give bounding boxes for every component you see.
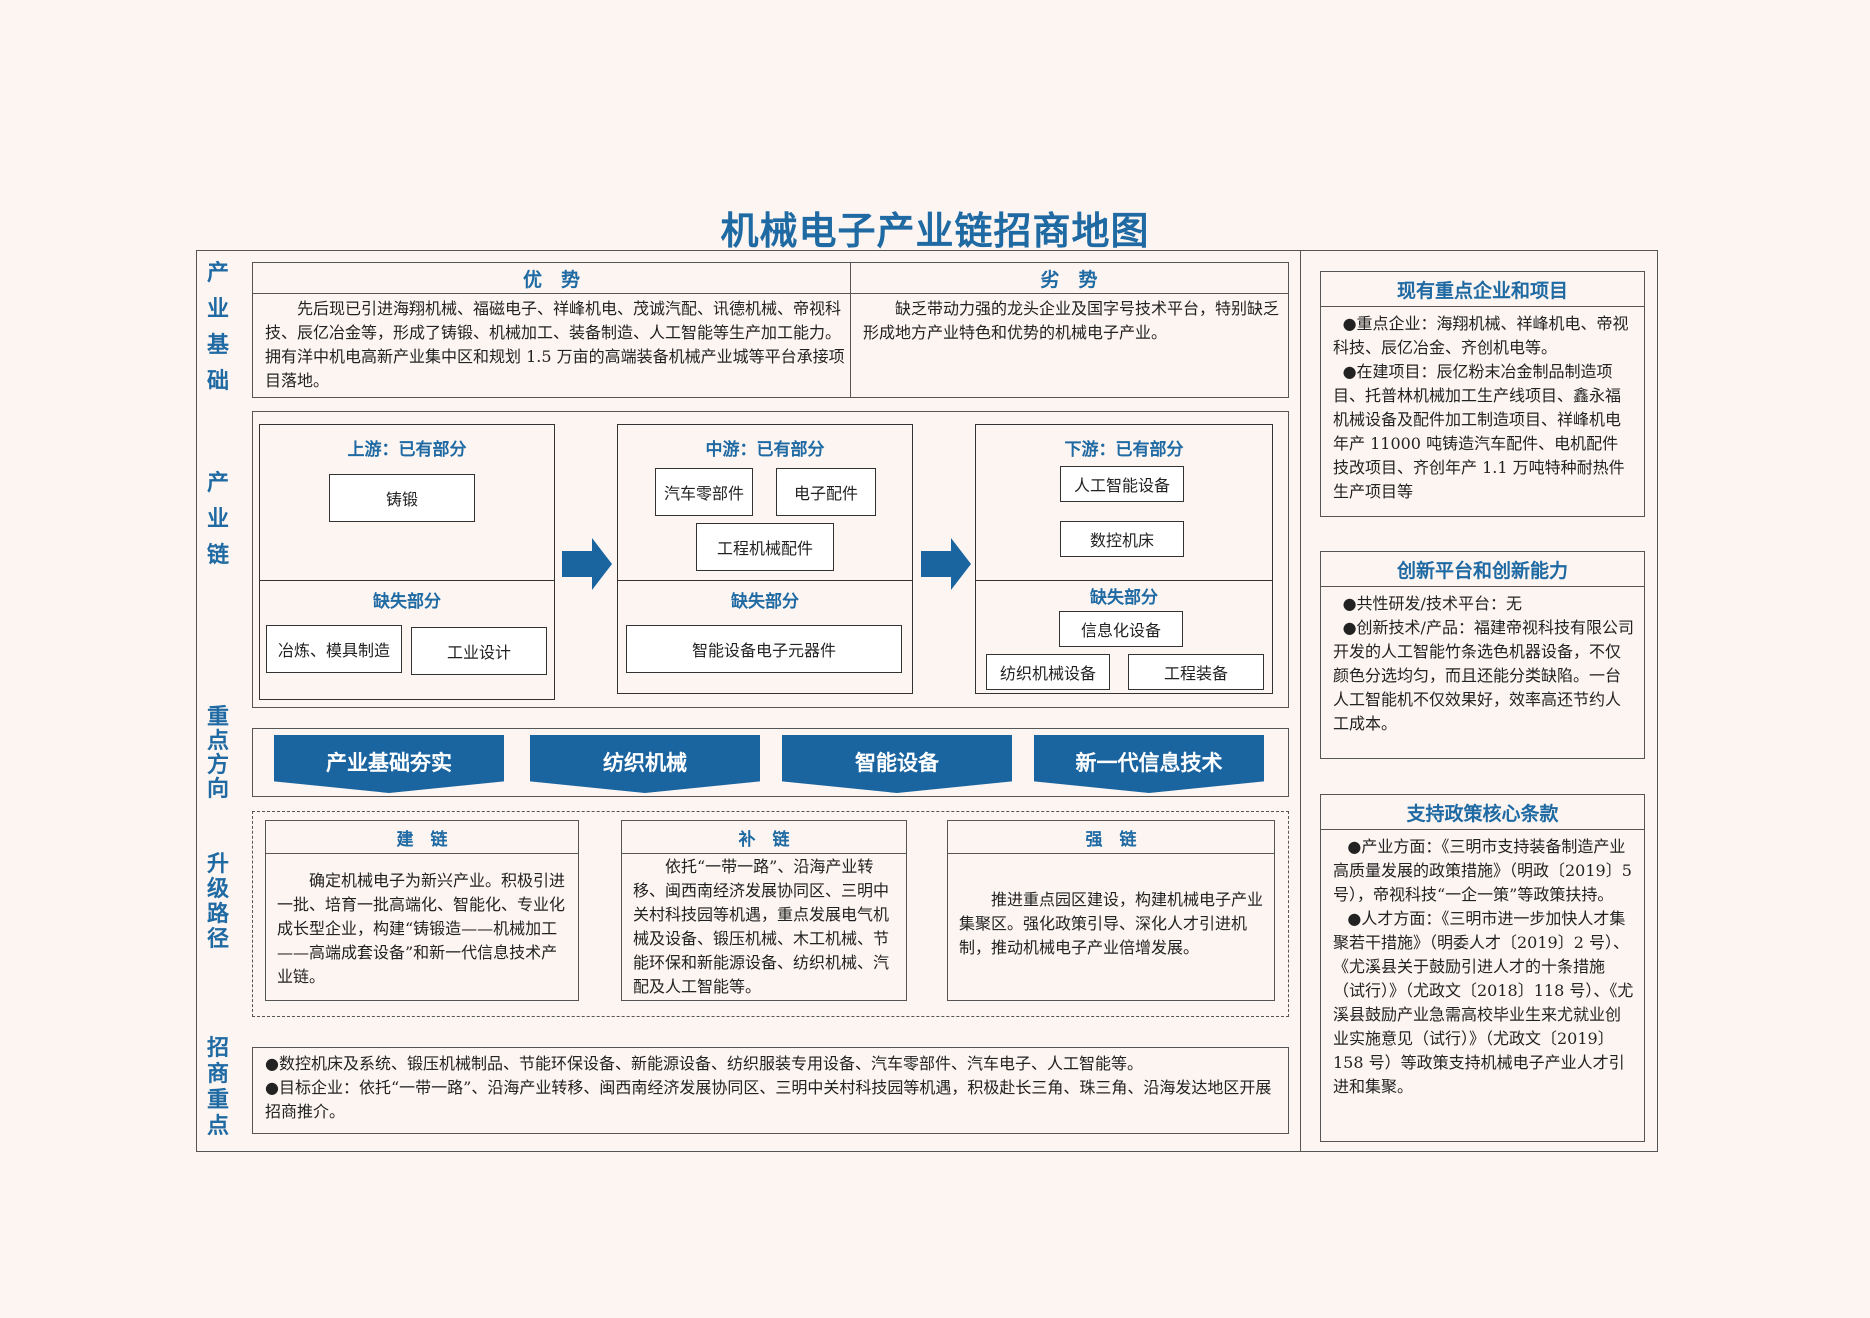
downstream-panel: 下游：已有部分 人工智能设备 数控机床 缺失部分 信息化设备 纺织机械设备 工程… [975, 424, 1273, 694]
innovation-products: ●创新技术/产品：福建帝视科技有限公司开发的人工智能竹条选色机器设备，不仅颜色分… [1333, 618, 1634, 733]
node-smelting-mold: 冶炼、模具制造 [266, 625, 402, 673]
node-engineering-machinery-parts: 工程机械配件 [696, 523, 834, 571]
foundation-divider [850, 263, 851, 397]
upstream-divider [260, 580, 554, 581]
downstream-existing-label: 下游：已有部分 [1064, 440, 1184, 460]
innovation-header-line [1321, 586, 1644, 587]
supplement-chain-card: 补 链 依托“一带一路”、沿海产业转移、闽西南经济发展协同区、三明中关村科技园等… [621, 820, 907, 1001]
strengthen-chain-card: 强 链 推进重点园区建设，构建机械电子产业集聚区。强化政策引导、深化人才引进机制… [947, 820, 1275, 1001]
page-title: 机械电子产业链招商地图 [720, 209, 1150, 253]
node-it-equipment: 信息化设备 [1059, 611, 1183, 647]
upgrade-box: 建 链 确定机械电子为新兴产业。积极引进一批、培育一批高端化、智能化、专业化成长… [252, 811, 1289, 1017]
strengthen-chain-header: 强 链 [1085, 830, 1137, 850]
enterprises-panel: 现有重点企业和项目 ●重点企业：海翔机械、祥峰机电、帝视科技、辰亿冶金、齐创机电… [1320, 271, 1645, 517]
node-electronic-parts: 电子配件 [776, 468, 876, 516]
upstream-missing-label: 缺失部分 [373, 592, 441, 612]
build-chain-header-line [266, 853, 578, 854]
midstream-missing-label: 缺失部分 [731, 592, 799, 612]
side-label-direction: 重 点 方 向 [206, 705, 229, 802]
weakness-text: 缺乏带动力强的龙头企业及国字号技术平台，特别缺乏形成地方产业特色和优势的机械电子… [863, 299, 1280, 342]
upstream-existing-label: 上游：已有部分 [347, 440, 467, 460]
side-label-investment: 招 商 重 点 [206, 1036, 229, 1139]
side-label-chain: 产 业 链 [206, 471, 229, 568]
node-engineering-equipment: 工程装备 [1128, 654, 1264, 690]
midstream-existing-label: 中游：已有部分 [705, 440, 825, 460]
chain-box: 上游：已有部分 铸锻 缺失部分 冶炼、模具制造 工业设计 中游：已有部分 汽车零… [252, 411, 1289, 708]
side-label-foundation: 产 业 基 础 [206, 261, 229, 394]
upstream-panel: 上游：已有部分 铸锻 缺失部分 冶炼、模具制造 工业设计 [259, 424, 555, 700]
build-chain-card: 建 链 确定机械电子为新兴产业。积极引进一批、培育一批高端化、智能化、专业化成长… [265, 820, 579, 1001]
enterprises-body: ●重点企业：海翔机械、祥峰机电、帝视科技、辰亿冶金、齐创机电等。 ●在建项目：辰… [1321, 306, 1644, 504]
node-smart-device-components: 智能设备电子元器件 [626, 625, 902, 673]
strengthen-chain-text: 推进重点园区建设，构建机械电子产业集聚区。强化政策引导、深化人才引进机制，推动机… [959, 890, 1264, 957]
investment-line-1: ●数控机床及系统、锻压机械制品、节能环保设备、新能源设备、纺织服装专用设备、汽车… [265, 1054, 1143, 1073]
enterprises-key-companies: ●重点企业：海翔机械、祥峰机电、帝视科技、辰亿冶金、齐创机电等。 [1333, 314, 1629, 357]
innovation-panel: 创新平台和创新能力 ●共性研发/技术平台：无 ●创新技术/产品：福建帝视科技有限… [1320, 551, 1645, 759]
policy-talent: ●人才方面：《三明市进一步加快人才集聚若干措施》（明委人才〔2019〕2 号）、… [1333, 909, 1634, 1096]
innovation-platform: ●共性研发/技术平台：无 [1342, 594, 1522, 613]
investment-box: ●数控机床及系统、锻压机械制品、节能环保设备、新能源设备、纺织服装专用设备、汽车… [252, 1047, 1289, 1134]
arrow-upstream-to-midstream [562, 538, 612, 590]
node-auto-parts: 汽车零部件 [655, 468, 753, 516]
weakness-header: 劣 势 [1040, 269, 1098, 291]
arrow-midstream-to-downstream [921, 538, 971, 590]
directions-box: 产业基础夯实 纺织机械 智能设备 新一代信息技术 [252, 728, 1289, 797]
node-cnc-machine: 数控机床 [1060, 521, 1184, 557]
policy-industry: ●产业方面：《三明市支持装备制造产业高质量发展的政策措施》（明政〔2019〕5 … [1333, 837, 1632, 904]
supplement-chain-header-line [622, 853, 906, 854]
right-column-divider [1300, 250, 1301, 1152]
midstream-panel: 中游：已有部分 汽车零部件 电子配件 工程机械配件 缺失部分 智能设备电子元器件 [617, 424, 913, 694]
supplement-chain-text: 依托“一带一路”、沿海产业转移、闽西南经济发展协同区、三明中关村科技园等机遇，重… [633, 857, 890, 996]
build-chain-text: 确定机械电子为新兴产业。积极引进一批、培育一批高端化、智能化、专业化成长型企业，… [277, 871, 566, 986]
direction-next-gen-it: 新一代信息技术 [1034, 735, 1264, 793]
enterprises-header: 现有重点企业和项目 [1396, 280, 1568, 302]
build-chain-header: 建 链 [396, 830, 448, 850]
downstream-missing-label: 缺失部分 [1090, 588, 1158, 608]
advantage-header: 优 势 [522, 269, 580, 291]
direction-industrial-foundation: 产业基础夯实 [274, 735, 504, 793]
innovation-header: 创新平台和创新能力 [1396, 560, 1568, 582]
enterprises-projects: ●在建项目：辰亿粉末冶金制品制造项目、托普林机械加工生产线项目、鑫永福机械设备及… [1333, 362, 1625, 501]
node-ai-equipment: 人工智能设备 [1060, 466, 1184, 502]
innovation-body: ●共性研发/技术平台：无 ●创新技术/产品：福建帝视科技有限公司开发的人工智能竹… [1321, 586, 1644, 736]
strengthen-chain-header-line [948, 853, 1274, 854]
advantage-text: 先后现已引进海翔机械、福磁电子、祥峰机电、茂诚汽配、讯德机械、帝视科技、辰亿冶金… [265, 299, 845, 390]
policy-body: ●产业方面：《三明市支持装备制造产业高质量发展的政策措施》（明政〔2019〕5 … [1321, 829, 1644, 1099]
supplement-chain-header: 补 链 [738, 830, 790, 850]
foundation-header-line [253, 293, 1288, 294]
direction-textile-machinery: 纺织机械 [530, 735, 760, 793]
enterprises-header-line [1321, 306, 1644, 307]
direction-smart-equipment: 智能设备 [782, 735, 1012, 793]
policy-header-line [1321, 829, 1644, 830]
side-label-upgrade: 升 级 路 径 [206, 852, 229, 952]
midstream-divider [618, 580, 912, 581]
node-industrial-design: 工业设计 [411, 627, 547, 675]
node-textile-machinery: 纺织机械设备 [986, 654, 1110, 690]
investment-line-2: ●目标企业：依托“一带一路”、沿海产业转移、闽西南经济发展协同区、三明中关村科技… [265, 1078, 1272, 1121]
downstream-divider [976, 580, 1272, 581]
policy-header: 支持政策核心条款 [1406, 803, 1559, 825]
node-casting-forging: 铸锻 [329, 474, 475, 522]
foundation-box: 优 势 劣 势 先后现已引进海翔机械、福磁电子、祥峰机电、茂诚汽配、讯德机械、帝… [252, 262, 1289, 398]
main-frame [196, 250, 1658, 1152]
policy-panel: 支持政策核心条款 ●产业方面：《三明市支持装备制造产业高质量发展的政策措施》（明… [1320, 794, 1645, 1142]
